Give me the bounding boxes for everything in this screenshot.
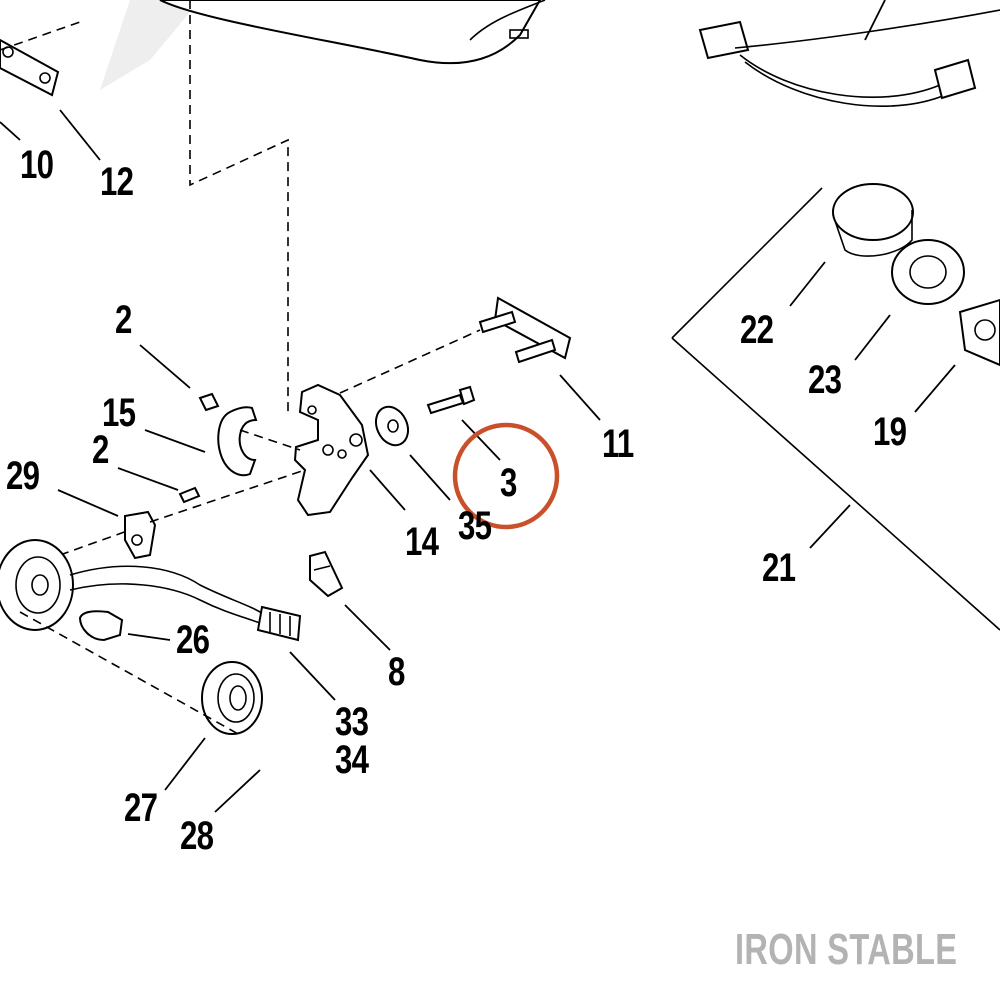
background-swoosh: [100, 0, 200, 90]
callout-10: 10: [20, 143, 54, 187]
callout-15: 15: [102, 391, 136, 435]
screw-2-lower: [178, 486, 201, 504]
callout-27: 27: [124, 786, 158, 830]
callout-33: 33: [335, 700, 369, 744]
callout-11: 11: [602, 422, 634, 466]
wiring-harness-upper: [698, 9, 1000, 108]
dash-socket: [59, 529, 131, 556]
grommet-27: [201, 661, 263, 735]
socket-assembly: [0, 539, 266, 631]
callout-19: 19: [873, 410, 907, 454]
mount-bracket-14: [293, 383, 370, 517]
retainer-23: [891, 239, 965, 305]
callout-23: 23: [808, 358, 842, 402]
callout-21: 21: [762, 546, 796, 590]
callout-12: 12: [100, 160, 134, 204]
highlight-circle: [452, 422, 560, 530]
dash-plate: [339, 329, 481, 394]
callout-26: 26: [176, 618, 210, 662]
dash-clip: [149, 469, 306, 523]
callout-28: 28: [180, 814, 214, 858]
group-21-frame: [671, 187, 1000, 631]
watermark-logo: IRON STABLE: [735, 925, 958, 974]
callout-2-upper: 2: [115, 298, 132, 342]
dash-clamp: [239, 429, 301, 451]
dash-grommet: [19, 611, 241, 736]
ring-22: [832, 183, 914, 257]
callout-8: 8: [388, 650, 405, 694]
callout-2-lower: 2: [92, 428, 109, 472]
callout-14: 14: [405, 520, 439, 564]
bulb-19: [958, 298, 1000, 367]
headlamp-shell: [159, 0, 546, 65]
callout-34: 34: [335, 738, 369, 782]
dash-routing-line: [189, 0, 289, 415]
bolt-3: [426, 385, 476, 415]
callout-29: 29: [6, 454, 40, 498]
washer-35: [374, 405, 410, 447]
clamp-15: [217, 406, 258, 477]
connector-33-34: [256, 605, 302, 642]
bracket-part-12: [0, 38, 60, 97]
bulb-26: [78, 610, 124, 642]
label-8: [309, 550, 344, 598]
clip-29: [124, 510, 157, 560]
callout-3: 3: [500, 461, 517, 505]
callout-35: 35: [458, 504, 492, 548]
callout-22: 22: [740, 308, 774, 352]
plate-11: [478, 296, 572, 364]
screw-2-upper: [198, 392, 220, 412]
leader-lines: [0, 0, 956, 813]
